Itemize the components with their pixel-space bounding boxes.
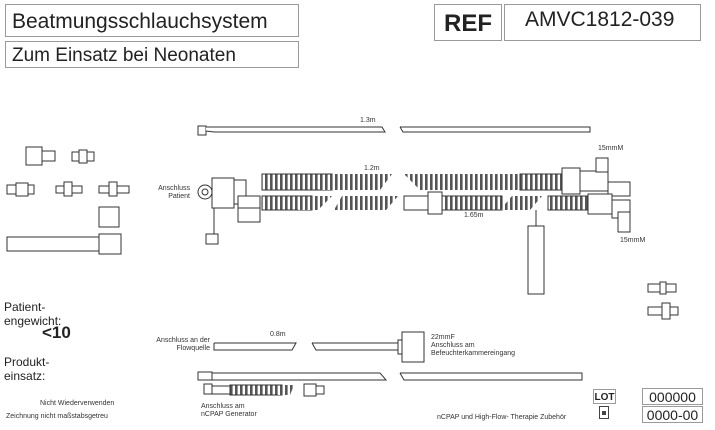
ref-code: AMVC1812-039 — [504, 4, 701, 41]
manufacture-date: 0000-00 — [642, 406, 703, 423]
tube-1-2m — [261, 157, 631, 197]
label-humidifier: 22mmF Anschluss am Befeuchterkammereinga… — [431, 334, 516, 357]
connector-part-7 — [6, 233, 122, 255]
patient-weight-value: <10 — [42, 323, 71, 342]
length-label-1-2m: 1.2m — [364, 165, 380, 172]
right-connector-1 — [647, 281, 677, 295]
tube-1-3m — [197, 125, 591, 136]
connector-part-3 — [6, 182, 35, 197]
label-patient-connection: Anschluss Patient — [158, 185, 190, 200]
ncpap-line — [197, 371, 583, 397]
connector-part-2 — [71, 149, 95, 164]
product-use-label: Produkt- einsatz: — [4, 355, 50, 383]
product-title: Beatmungsschlauchsystem — [5, 4, 299, 37]
label-flow-source: Anschluss an der Flowquelle — [156, 337, 210, 352]
size-label-15mm-bottom: 15mmM — [620, 237, 646, 244]
size-label-15mm-top: 15mmM — [598, 145, 624, 152]
length-label-0-8m: 0.8m — [270, 331, 286, 338]
connector-part-4 — [55, 181, 83, 197]
right-connector-2 — [647, 302, 679, 320]
length-label-1-65m: 1.65m — [464, 212, 484, 219]
tube-0-8m — [213, 331, 425, 363]
no-reuse-note: Nicht Wiederverwenden — [40, 400, 115, 407]
patient-connector — [197, 177, 261, 245]
accessory-note: nCPAP und High-Flow- Therapie Zubehör — [437, 414, 567, 421]
product-subtitle: Zum Einsatz bei Neonaten — [5, 41, 299, 68]
water-trap — [527, 210, 545, 295]
ref-label: REF — [434, 4, 502, 41]
lot-label: LOT — [593, 389, 616, 404]
connector-part-5 — [98, 181, 130, 197]
length-label-1-3m: 1.3m — [360, 117, 376, 124]
connector-part-6 — [98, 206, 120, 228]
label-ncpap-generator: Anschluss am nCPAP Generator — [201, 403, 257, 418]
connector-part-1 — [25, 146, 56, 166]
calendar-icon — [599, 406, 609, 419]
patient-weight-label: Patient- engewicht: — [4, 300, 62, 328]
not-to-scale-note: Zeichnung nicht maßstabsgetreu — [6, 413, 108, 420]
tube-1-65m — [261, 191, 631, 233]
lot-number: 000000 — [642, 388, 703, 405]
